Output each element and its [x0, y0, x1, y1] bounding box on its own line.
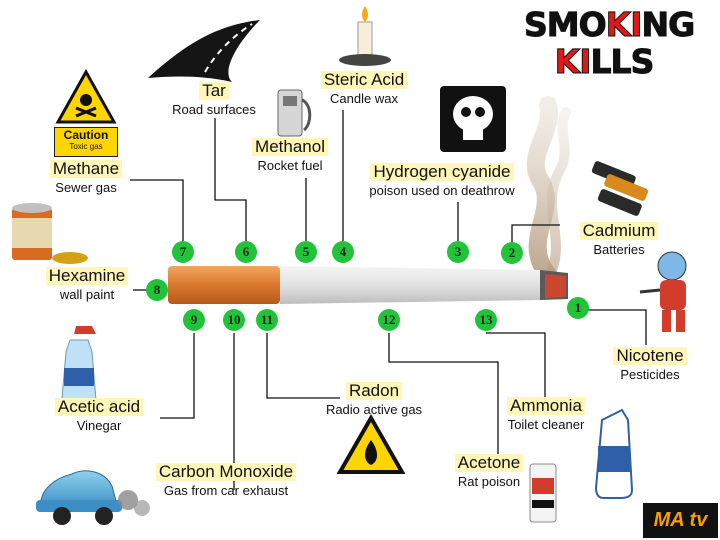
caution-heading: Caution: [63, 128, 109, 142]
label-radon: Radon Radio active gas: [306, 382, 442, 416]
connector-lines: [130, 110, 647, 490]
badge-2: 2: [501, 242, 523, 264]
ingredient-use: Rat poison: [457, 473, 521, 489]
badge-13: 13: [475, 309, 497, 331]
badge-12: 12: [378, 309, 400, 331]
label-tar: Tar Road surfaces: [156, 82, 272, 116]
ingredient-name: Steric Acid: [320, 71, 408, 89]
ingredient-use: Batteries: [593, 241, 645, 257]
fuel-pump-icon: [277, 89, 312, 137]
label-hexamine: Hexamine wall paint: [34, 267, 140, 301]
pesticide-sprayer-icon: [639, 251, 687, 332]
badge-9: 9: [183, 309, 205, 331]
label-ammonia: Ammonia Toilet cleaner: [494, 397, 598, 431]
cigarette-paper: [280, 266, 540, 304]
ingredient-use: wall paint: [59, 286, 115, 302]
badge-6: 6: [235, 241, 257, 263]
rat-poison-icon: [529, 463, 557, 523]
road-icon: [148, 20, 260, 82]
cigarette-filter: [168, 266, 280, 304]
caution-subtext: Toxic gas: [69, 142, 103, 151]
vinegar-bottle-icon: [61, 326, 97, 409]
badge-11: 11: [256, 309, 278, 331]
ingredient-use: Candle wax: [330, 90, 398, 106]
cigarette-ember: [545, 274, 566, 298]
paint-can-icon: [12, 203, 88, 264]
ingredient-name: Hexamine: [45, 267, 129, 285]
badge-8: 8: [146, 279, 168, 301]
label-methanol: Methanol Rocket fuel: [240, 138, 340, 172]
flammable-warning-icon: [336, 413, 406, 474]
batteries-icon: [591, 161, 649, 216]
ingredient-name: Acetic acid: [54, 398, 144, 416]
toxic-warning-icon: [55, 68, 117, 124]
label-nicotene: Nicotene Pesticides: [606, 347, 694, 381]
ingredient-use: poison used on deathrow: [369, 182, 515, 198]
ingredient-name: Radon: [345, 382, 403, 400]
badge-7: 7: [172, 241, 194, 263]
ingredient-name: Cadmium: [579, 222, 659, 240]
ingredient-use: Gas from car exhaust: [163, 482, 289, 498]
ingredient-use: Toilet cleaner: [507, 416, 585, 432]
ingredient-use: Vinegar: [76, 417, 122, 433]
ingredient-name: Tar: [199, 82, 229, 100]
label-hydrogen-cyanide: Hydrogen cyanide poison used on deathrow: [344, 163, 540, 197]
ingredient-use: Rocket fuel: [257, 157, 323, 173]
label-acetone: Acetone Rat poison: [444, 454, 534, 488]
label-cadmium: Cadmium Batteries: [566, 222, 672, 256]
candle-icon: [339, 6, 391, 66]
smoking-kills-title: SMOKING KILLS: [524, 5, 696, 81]
badge-10: 10: [223, 309, 245, 331]
smoke-plume: [526, 96, 571, 284]
cigarette: [168, 266, 568, 304]
label-steric-acid: Steric Acid Candle wax: [306, 71, 422, 105]
label-methane: Methane Sewer gas: [36, 160, 136, 194]
channel-logo: MA tv: [643, 503, 718, 538]
badge-5: 5: [295, 241, 317, 263]
ingredient-use: Sewer gas: [55, 179, 117, 195]
ingredient-name: Methanol: [252, 138, 328, 156]
label-carbon-monoxide: Carbon Monoxide Gas from car exhaust: [136, 463, 316, 497]
badge-3: 3: [447, 241, 469, 263]
ingredient-name: Ammonia: [507, 397, 585, 415]
caution-sign: Caution Toxic gas: [54, 127, 118, 157]
toilet-cleaner-icon: [594, 408, 634, 499]
car-icon: [36, 470, 150, 525]
ingredient-name: Hydrogen cyanide: [370, 163, 514, 181]
badge-1: 1: [567, 297, 589, 319]
ingredient-name: Acetone: [454, 454, 524, 472]
ingredient-use: Pesticides: [620, 366, 680, 382]
skull-icon: [440, 86, 506, 152]
ingredient-name: Methane: [49, 160, 123, 178]
label-acetic-acid: Acetic acid Vinegar: [38, 398, 160, 432]
ingredient-name: Carbon Monoxide: [155, 463, 297, 481]
ingredient-use: Radio active gas: [325, 401, 423, 417]
ingredient-name: Nicotene: [613, 347, 687, 365]
badge-4: 4: [332, 241, 354, 263]
ingredient-use: Road surfaces: [172, 101, 256, 117]
